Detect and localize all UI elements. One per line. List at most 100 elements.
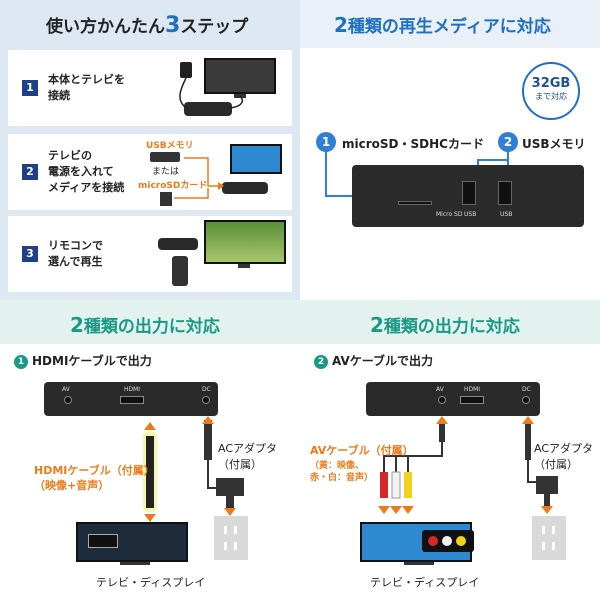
media-title-text: 種類の再生メディアに対応 — [347, 17, 551, 37]
step-1-line1: 本体とテレビを — [48, 73, 125, 86]
usb-port-2[interactable] — [498, 181, 512, 205]
av-subtitle-text: AVケーブルで出力 — [332, 354, 434, 368]
step-1-number: 1 — [22, 80, 38, 96]
av-port[interactable] — [64, 396, 72, 404]
ac-adapter-sublabel-right: （付属） — [534, 458, 578, 471]
step-2-line2: 電源を入れて — [48, 165, 114, 178]
player-rear-hdmi: AV HDMI DC — [44, 382, 218, 416]
dc-port-label-2: DC — [522, 386, 531, 393]
hdmi-subtitle: 1 HDMIケーブルで出力 — [14, 352, 152, 369]
hdmi-header-band — [0, 300, 300, 344]
step-2-or-label: または — [152, 167, 180, 177]
ac-adapter-sublabel-left: （付属） — [218, 458, 262, 471]
dc-port-label: DC — [202, 386, 211, 393]
player-icon-step3 — [158, 238, 198, 250]
tv-stand-hdmi — [120, 562, 150, 565]
tv-label-av: テレビ・ディスプレイ — [370, 576, 480, 589]
step-2-sd-label: microSDカード — [138, 181, 208, 191]
av-subtitle: 2 AVケーブルで出力 — [314, 352, 433, 369]
hdmi-subtitle-number: 1 — [14, 355, 28, 369]
av-cable-diagram — [378, 416, 558, 514]
hdmi-port-label-2: HDMI — [464, 386, 481, 393]
hdmi-output-title-text: 種類の出力に対応 — [83, 317, 220, 337]
usb-port-1-label: USB — [464, 211, 477, 218]
hdmi-cable-sublabel: （映像+音声） — [34, 479, 110, 492]
tv-stand-step3 — [238, 264, 250, 268]
tv-hdmi-input — [88, 534, 118, 548]
hdmi-cable-label: HDMIケーブル（付属） — [34, 464, 155, 477]
media-header-band — [300, 0, 600, 48]
steps-title-pre: 使い方かんたん — [46, 17, 165, 37]
tv-icon — [204, 58, 276, 94]
av-header-band — [300, 300, 600, 344]
ac-adapter-label-right: ACアダプタ — [534, 442, 594, 455]
microsd-slot[interactable] — [398, 201, 432, 205]
sd-card-icon — [160, 192, 172, 206]
usb-port-1[interactable] — [462, 181, 476, 205]
step-3-text: リモコンで 選んで再生 — [48, 238, 103, 270]
step-3-line1: リモコンで — [48, 239, 103, 252]
media-pointer-lines — [325, 152, 509, 197]
step-2-number: 2 — [22, 164, 38, 180]
player-front: Micro SD USB USB — [352, 165, 584, 227]
media-title: 2種類の再生メディアに対応 — [334, 12, 551, 37]
wall-outlet-left — [214, 516, 248, 560]
av-subtitle-number: 2 — [314, 355, 328, 369]
step-2-arrows — [174, 157, 224, 199]
capacity-badge-top: 32GB — [531, 76, 571, 91]
tv-av-input — [422, 530, 474, 552]
step-1-card: 1 本体とテレビを 接続 — [8, 50, 292, 126]
tv-playing-icon — [204, 220, 286, 264]
ac-adapter-label-left: ACアダプタ — [218, 442, 278, 455]
hdmi-port-2[interactable] — [460, 396, 484, 404]
tv-icon-step2 — [230, 144, 282, 174]
tv-display-hdmi — [76, 522, 188, 562]
av-cable-sublabel-1: （黄：映像、 — [310, 461, 365, 471]
step-2-line1: テレビの — [48, 149, 92, 162]
hdmi-cable-diagram — [143, 416, 244, 522]
usb-port-2-label: USB — [500, 211, 513, 218]
hdmi-subtitle-text: HDMIケーブルで出力 — [32, 354, 152, 368]
hdmi-output-panel: 2種類の出力に対応 1 HDMIケーブルで出力 AV HDMI DC HDMIケー… — [0, 300, 300, 600]
hdmi-output-title-number: 2 — [70, 313, 84, 337]
tv-stand-av — [404, 562, 434, 565]
media-1-number: 1 — [316, 132, 336, 152]
wall-outlet-right — [532, 516, 566, 560]
media-1-label: microSD・SDHCカード — [342, 137, 484, 151]
usb-stick-icon — [150, 152, 180, 162]
media-title-number: 2 — [334, 13, 348, 37]
media-2-number: 2 — [498, 132, 518, 152]
av-port-label-2: AV — [436, 386, 444, 393]
step-2-line3: メディアを接続 — [48, 181, 125, 194]
av-cable-sublabel-2: 赤・白：音声） — [310, 473, 374, 483]
capacity-badge: 32GB まで対応 — [522, 62, 580, 120]
step-1-text: 本体とテレビを 接続 — [48, 72, 125, 104]
hdmi-port[interactable] — [120, 396, 144, 404]
player-rear-av: AV HDMI DC — [366, 382, 540, 416]
av-port-2[interactable] — [438, 396, 446, 404]
steps-title-number: 3 — [165, 13, 181, 38]
dc-port[interactable] — [202, 396, 210, 404]
steps-title: 使い方かんたん3ステップ — [46, 12, 248, 38]
remote-icon — [172, 256, 188, 286]
step-2-card: 2 テレビの 電源を入れて メディアを接続 USBメモリ または microSD… — [8, 134, 292, 210]
av-output-title-number: 2 — [370, 313, 384, 337]
hdmi-output-title: 2種類の出力に対応 — [70, 312, 220, 337]
step-3-line2: 選んで再生 — [48, 255, 103, 268]
step-1-cables — [179, 77, 244, 109]
hdmi-port-label: HDMI — [124, 386, 141, 393]
tv-label-hdmi: テレビ・ディスプレイ — [96, 576, 206, 589]
steps-panel: 使い方かんたん3ステップ 1 本体とテレビを 接続 2 テレビの 電源を入れて … — [0, 0, 300, 300]
dc-port-2[interactable] — [522, 396, 530, 404]
media-2-label: USBメモリ — [522, 137, 586, 151]
player-icon-step2 — [222, 182, 268, 194]
av-cable-label: AVケーブル（付属） — [310, 444, 414, 457]
capacity-badge-bottom: まで対応 — [535, 92, 567, 101]
steps-title-post: ステップ — [180, 17, 249, 37]
step-1-line2: 接続 — [48, 89, 70, 102]
av-output-title: 2種類の出力に対応 — [370, 312, 520, 337]
av-output-title-text: 種類の出力に対応 — [383, 317, 520, 337]
step-2-text: テレビの 電源を入れて メディアを接続 — [48, 148, 124, 196]
step-3-card: 3 リモコンで 選んで再生 — [8, 216, 292, 292]
